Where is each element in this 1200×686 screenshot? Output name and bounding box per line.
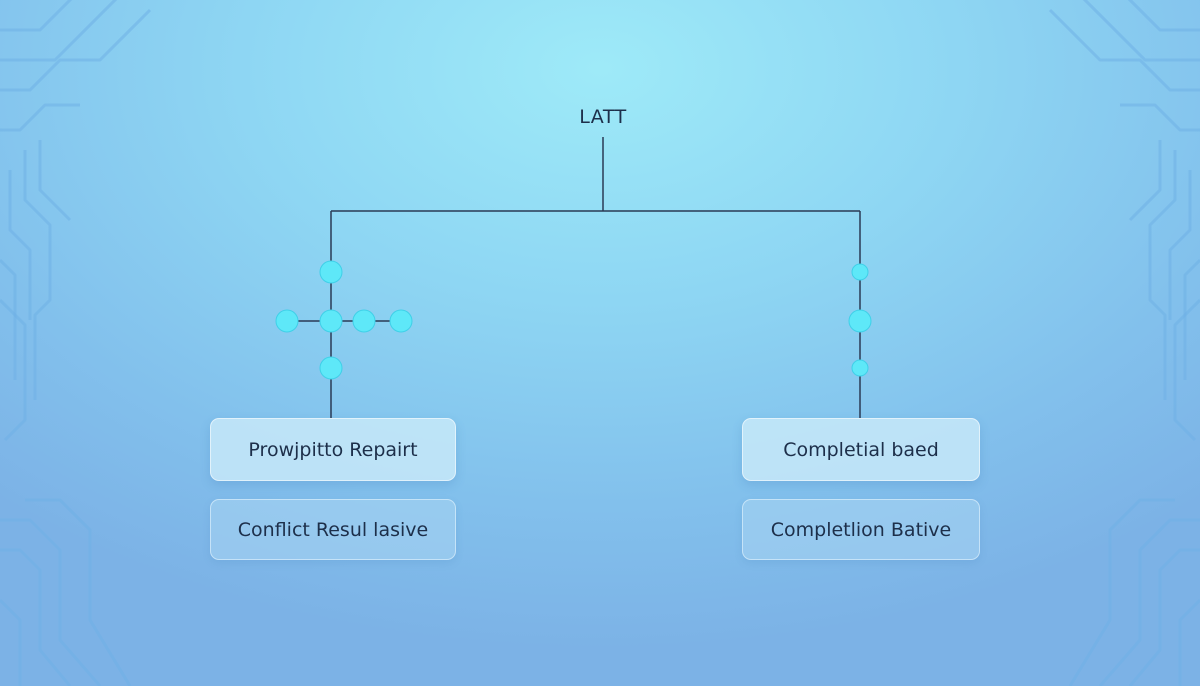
right-card-secondary-label: Completlion Bative (770, 518, 952, 541)
node-right-top (851, 263, 869, 281)
left-card-primary-label: Prowjpitto Repairt (248, 438, 418, 461)
right-card-primary[interactable]: Completial baed (742, 418, 980, 481)
node-left-far-right (389, 309, 413, 333)
right-card-secondary[interactable]: Completlion Bative (742, 499, 980, 560)
node-left-mid-right (352, 309, 376, 333)
node-right-bottom (851, 359, 869, 377)
left-card-primary[interactable]: Prowjpitto Repairt (210, 418, 456, 481)
root-node-label: LATT (579, 106, 627, 128)
node-right-center (848, 309, 872, 333)
node-left-top (319, 260, 343, 284)
node-left-bottom (319, 356, 343, 380)
left-card-secondary-label: Conflict Resul lasive (237, 518, 429, 541)
node-left-far (275, 309, 299, 333)
left-card-secondary[interactable]: Conflict Resul lasive (210, 499, 456, 560)
right-card-primary-label: Completial baed (783, 438, 939, 461)
node-left-center (319, 309, 343, 333)
